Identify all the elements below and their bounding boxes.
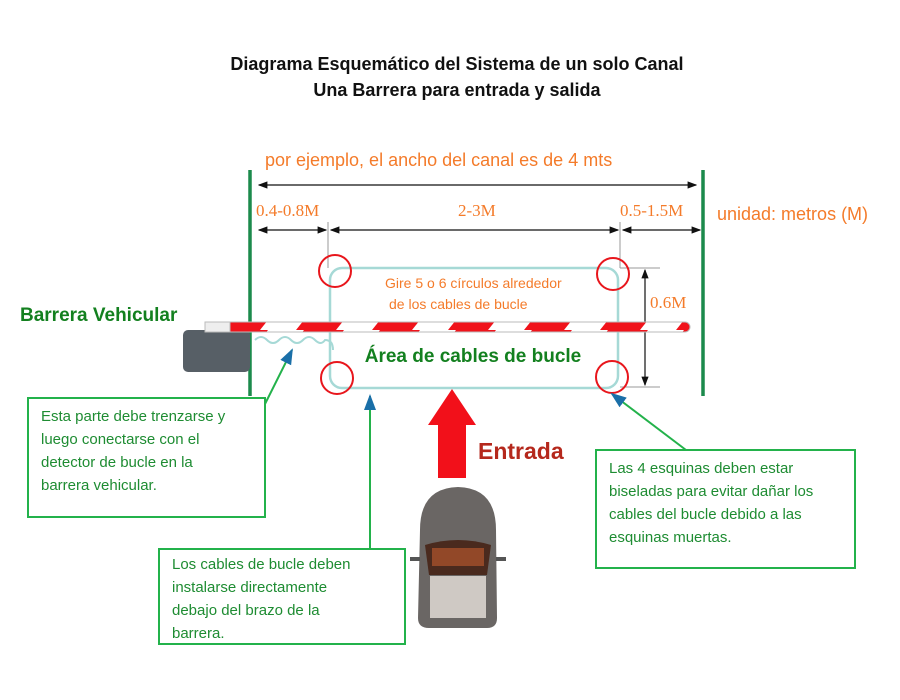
unit-label: unidad: metros (M) bbox=[717, 204, 868, 224]
note-line: detector de bucle en la bbox=[41, 454, 193, 471]
channel-width-note: por ejemplo, el ancho del canal es de 4 … bbox=[265, 150, 612, 170]
corner-circle bbox=[596, 257, 630, 291]
corner-circle bbox=[320, 361, 354, 395]
note-line: biseladas para evitar dañar los bbox=[609, 483, 814, 500]
corner-circle bbox=[595, 360, 629, 394]
note-line: Las 4 esquinas deben estar bbox=[609, 460, 794, 477]
note-corners: Las 4 esquinas deben estar biseladas par… bbox=[595, 449, 856, 569]
dim-right: 0.5-1.5M bbox=[620, 201, 683, 220]
car-icon bbox=[410, 487, 506, 628]
entrance-arrow-icon bbox=[428, 389, 476, 478]
title-line-2: Una Barrera para entrada y salida bbox=[313, 80, 601, 100]
note-line: luego conectarse con el bbox=[41, 431, 200, 448]
barrier-arm-mount bbox=[204, 321, 231, 333]
note-line: barrera. bbox=[172, 625, 225, 642]
twisted-cable bbox=[254, 336, 334, 351]
note-line: debajo del brazo de la bbox=[172, 602, 320, 619]
loop-instruction-2: de los cables de bucle bbox=[389, 296, 528, 312]
callout-corners bbox=[610, 392, 687, 451]
barrier-label: Barrera Vehicular bbox=[20, 305, 178, 326]
note-line: esquinas muertas. bbox=[609, 529, 732, 546]
loop-height-label: 0.6M bbox=[650, 293, 686, 312]
barrier-housing bbox=[183, 330, 250, 372]
note-line: Esta parte debe trenzarse y bbox=[41, 408, 226, 425]
callout-twist bbox=[261, 348, 293, 411]
loop-area-label: Área de cables de bucle bbox=[365, 345, 582, 367]
note-twist: Esta parte debe trenzarse y luego conect… bbox=[27, 397, 266, 518]
entrance-label: Entrada bbox=[478, 438, 564, 464]
note-line: instalarse directamente bbox=[172, 579, 328, 596]
note-under-arm: Los cables de bucle deben instalarse dir… bbox=[158, 548, 406, 645]
note-line: Los cables de bucle deben bbox=[172, 556, 351, 573]
barrier-arm bbox=[204, 321, 691, 333]
title-line-1: Diagrama Esquemático del Sistema de un s… bbox=[230, 54, 683, 74]
note-line: cables del bucle debido a las bbox=[609, 506, 802, 523]
corner-circle bbox=[318, 254, 352, 288]
dim-left: 0.4-0.8M bbox=[256, 201, 319, 220]
loop-instruction-1: Gire 5 o 6 círculos alrededor bbox=[385, 275, 562, 291]
note-line: barrera vehicular. bbox=[41, 477, 157, 494]
dim-middle: 2-3M bbox=[458, 201, 496, 220]
